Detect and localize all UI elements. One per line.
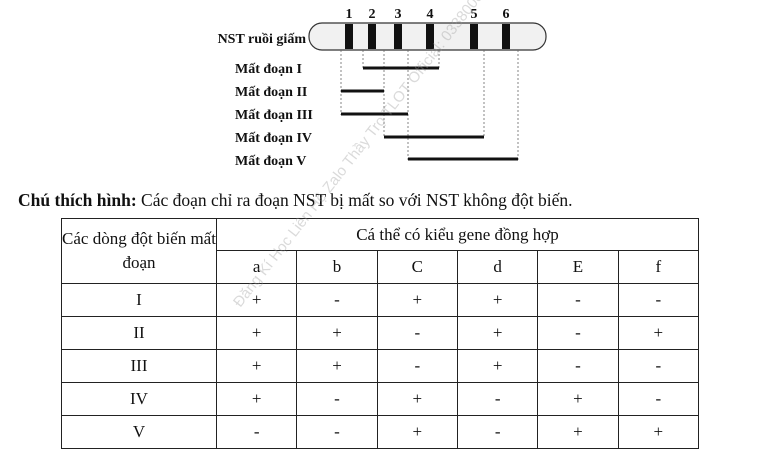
table-cell: - — [376, 349, 458, 383]
band-5 — [470, 24, 478, 49]
figure-caption: Chú thích hình: Các đoạn chỉ ra đoạn NST… — [18, 190, 573, 211]
band-number-3: 3 — [395, 7, 402, 22]
deletion-bars — [341, 66, 518, 161]
deletion-label-2: Mất đoạn II — [235, 85, 307, 100]
table-cell: + — [456, 316, 539, 350]
results-table: Các dòng đột biến mất đoạn Cá thể có kiể… — [61, 218, 700, 449]
header-row-1: Các dòng đột biến mất đoạn Cá thể có kiể… — [61, 218, 699, 284]
row-name: IV — [61, 382, 217, 416]
row-header-cell: Các dòng đột biến mất đoạn — [61, 218, 217, 284]
band-number-1: 1 — [346, 7, 353, 22]
table-cell: + — [617, 415, 700, 449]
table-cell: + — [456, 349, 539, 383]
table-cell: + — [376, 415, 458, 449]
column-header: f — [617, 250, 700, 284]
band-numbers: 1 2 3 4 5 6 — [346, 7, 510, 22]
table-cell: - — [617, 283, 700, 317]
table-cell: + — [376, 283, 458, 317]
chromosome-bands — [345, 24, 510, 49]
table-cell: - — [617, 349, 700, 383]
table-cell: + — [215, 283, 298, 317]
header-row-2: a b C d E f — [62, 250, 700, 284]
table-cell: + — [617, 316, 700, 350]
table-cell: - — [537, 349, 619, 383]
table-cell: - — [296, 382, 378, 416]
table-cell: - — [376, 316, 458, 350]
column-header: a — [215, 250, 298, 284]
table-cell: + — [215, 316, 298, 350]
deletion-label-1: Mất đoạn I — [235, 62, 302, 77]
table-row: III + + - + - - — [61, 349, 700, 383]
deletion-label-5: Mất đoạn V — [235, 154, 306, 169]
table-cell: + — [537, 382, 619, 416]
chromosome-deletion-diagram: NST ruồi giấm 1 2 3 4 5 6 Mất đoạn I Mất… — [218, 7, 547, 169]
table-row: IV + - + - + - — [61, 382, 700, 416]
caption-text: Các đoạn chỉ ra đoạn NST bị mất so với N… — [136, 190, 573, 210]
table-cell: - — [537, 283, 619, 317]
column-header: b — [296, 250, 378, 284]
table-cell: + — [215, 349, 298, 383]
table-cell: + — [215, 382, 298, 416]
dashed-guides — [340, 50, 519, 160]
band-3 — [394, 24, 402, 49]
table-cell: - — [296, 283, 378, 317]
band-number-4: 4 — [427, 7, 434, 22]
table-row: I + - + + - - — [61, 283, 700, 317]
table-cell: - — [296, 415, 378, 449]
table-cell: - — [456, 415, 539, 449]
table-cell: + — [376, 382, 458, 416]
column-group-header: Cá thể có kiểu gene đồng hợp — [216, 218, 699, 251]
table-cell: - — [215, 415, 298, 449]
table-cell: - — [456, 382, 539, 416]
column-header: C — [376, 250, 458, 284]
band-4 — [426, 24, 434, 49]
table-cell: + — [537, 415, 619, 449]
table-cell: - — [537, 316, 619, 350]
table-row: V - - + - + + — [61, 415, 700, 449]
band-6 — [502, 24, 510, 49]
band-number-6: 6 — [503, 7, 510, 22]
row-name: I — [61, 283, 217, 317]
column-header: d — [456, 250, 539, 284]
column-header: E — [537, 250, 619, 284]
row-name: III — [61, 349, 217, 383]
band-1 — [345, 24, 353, 49]
band-number-5: 5 — [471, 7, 478, 22]
table-cell: + — [296, 316, 378, 350]
row-name: V — [61, 415, 217, 449]
band-number-2: 2 — [369, 7, 376, 22]
row-name: II — [61, 316, 217, 350]
chromosome-label: NST ruồi giấm — [218, 32, 307, 47]
table-cell: + — [296, 349, 378, 383]
table-cell: + — [456, 283, 539, 317]
deletion-label-4: Mất đoạn IV — [235, 131, 312, 146]
table-cell: - — [617, 382, 700, 416]
deletion-label-3: Mất đoạn III — [235, 108, 313, 123]
table-row: II + + - + - + — [61, 316, 700, 350]
band-2 — [368, 24, 376, 49]
caption-bold: Chú thích hình: — [18, 190, 137, 210]
